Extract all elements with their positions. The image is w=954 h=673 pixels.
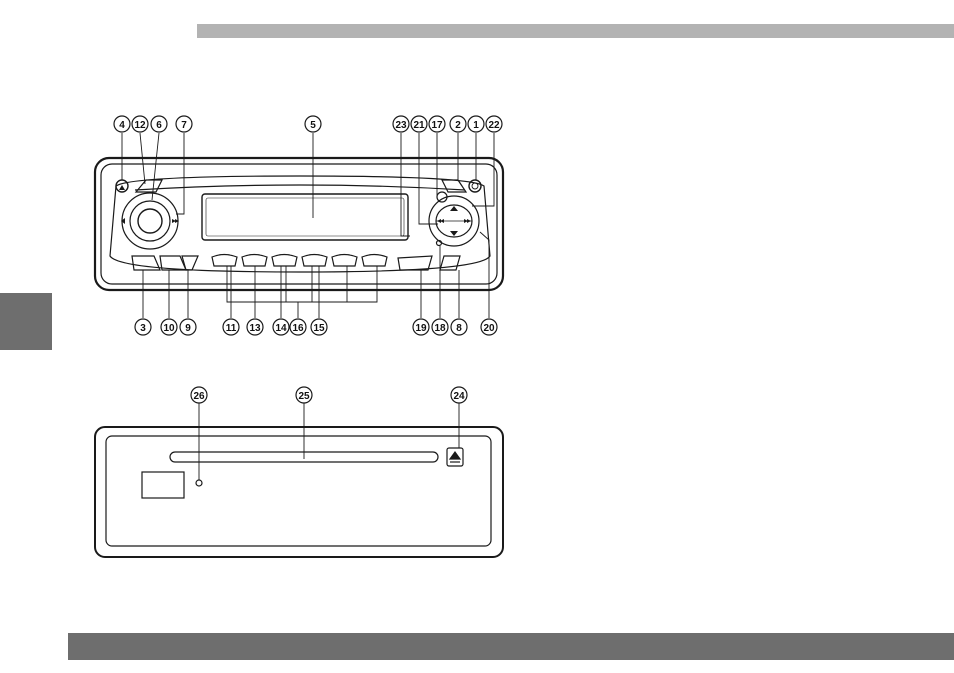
svg-text:7: 7 (181, 120, 187, 131)
svg-text:1: 1 (473, 120, 479, 131)
callout-25: 25 (296, 387, 312, 403)
chassis-figure (95, 403, 503, 557)
svg-text:2: 2 (455, 120, 461, 131)
callout-20: 20 (481, 319, 497, 335)
svg-text:22: 22 (488, 120, 500, 131)
callout-2: 2 (450, 116, 466, 132)
lcd-display-inner (206, 198, 404, 236)
callout-7: 7 (176, 116, 192, 132)
reset-pinhole (196, 480, 202, 486)
arrow-down-icon (450, 231, 458, 236)
svg-text:25: 25 (298, 391, 310, 402)
connector-window (142, 472, 184, 498)
svg-text:23: 23 (395, 120, 407, 131)
svg-text:5: 5 (310, 120, 316, 131)
svg-text:6: 6 (156, 120, 162, 131)
callout-15: 15 (311, 319, 327, 335)
callout-19: 19 (413, 319, 429, 335)
callout-23: 23 (393, 116, 409, 132)
callout-22: 22 (486, 116, 502, 132)
preset-button-3 (272, 255, 297, 267)
svg-text:13: 13 (249, 323, 261, 334)
seek-back-icon (437, 219, 444, 223)
key-9 (182, 256, 198, 270)
svg-text:11: 11 (226, 323, 237, 334)
callout-21: 21 (411, 116, 427, 132)
faceplate-top-ridge (135, 185, 465, 190)
callout-9: 9 (180, 319, 196, 335)
lcd-display (202, 194, 408, 240)
volume-knob-outer (130, 201, 170, 241)
release-arrow-icon (119, 185, 125, 190)
svg-text:20: 20 (483, 323, 495, 334)
svg-text:3: 3 (140, 323, 146, 334)
svg-text:19: 19 (415, 323, 427, 334)
callout-18: 18 (432, 319, 448, 335)
svg-text:26: 26 (193, 391, 205, 402)
callout-26: 26 (191, 387, 207, 403)
preset-button-1 (212, 255, 237, 267)
seek-forward-icon (464, 219, 471, 223)
svg-text:21: 21 (413, 120, 425, 131)
eject-icon (450, 452, 460, 459)
svg-text:14: 14 (275, 323, 287, 334)
chassis-outer-frame (95, 427, 503, 557)
arrow-up-icon (450, 206, 458, 211)
callout-5: 5 (305, 116, 321, 132)
svg-text:10: 10 (163, 323, 175, 334)
callout-24: 24 (451, 387, 467, 403)
callout-6: 6 (151, 116, 167, 132)
callout-14: 14 (273, 319, 289, 335)
panel-glyphs (119, 185, 471, 236)
callout-13: 13 (247, 319, 263, 335)
svg-text:24: 24 (453, 391, 465, 402)
key-19 (398, 256, 432, 270)
preset-button-6 (362, 255, 387, 267)
preset-button-5 (332, 255, 357, 267)
callout-3: 3 (135, 319, 151, 335)
svg-text:8: 8 (456, 323, 462, 334)
preset-button-2 (242, 255, 267, 267)
callout-11: 11 (223, 319, 239, 335)
svg-text:9: 9 (185, 323, 191, 334)
front-panel-figure (95, 158, 503, 290)
callout-8: 8 (451, 319, 467, 335)
svg-text:16: 16 (292, 323, 304, 334)
power-button (469, 180, 481, 192)
volume-knob-center (138, 209, 162, 233)
svg-text:18: 18 (434, 323, 446, 334)
callout-12: 12 (132, 116, 148, 132)
callout-16: 16 (290, 319, 306, 335)
svg-text:4: 4 (119, 120, 125, 131)
preset-button-4 (302, 255, 327, 267)
svg-text:12: 12 (134, 120, 146, 131)
callout-17: 17 (429, 116, 445, 132)
svg-text:15: 15 (313, 323, 325, 334)
svg-text:17: 17 (431, 120, 443, 131)
power-icon (472, 183, 478, 189)
callout-1: 1 (468, 116, 484, 132)
callout-10: 10 (161, 319, 177, 335)
callout-4: 4 (114, 116, 130, 132)
